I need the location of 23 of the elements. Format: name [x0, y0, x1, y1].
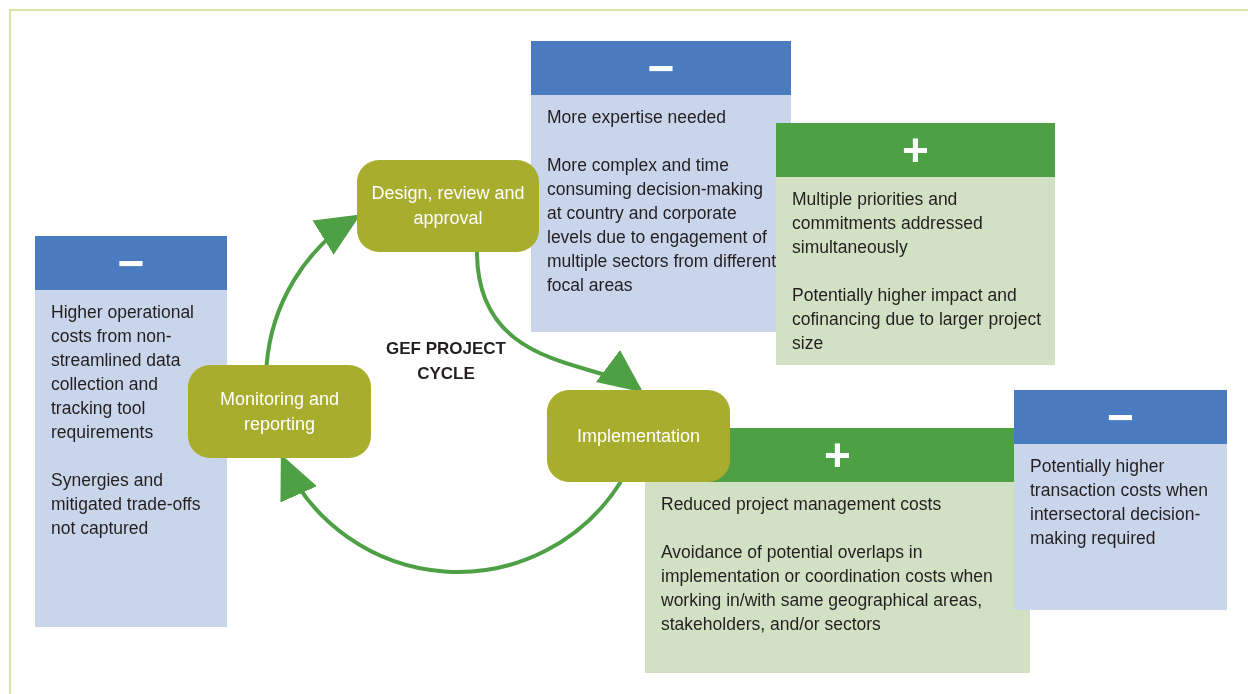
- card-header: −: [35, 236, 227, 290]
- card-header: −: [531, 41, 791, 95]
- cycle-arrow: [475, 251, 644, 392]
- process-step: [547, 390, 730, 482]
- process-step: [357, 160, 539, 252]
- card-text: Reduced project management costs: [661, 493, 943, 516]
- card-text: Multiple priorities and commitments addressed simultaneously: [792, 188, 984, 259]
- info-card: [776, 123, 1055, 365]
- info-card: [531, 41, 791, 332]
- card-text: More complex and time consuming decision-making at country and corporate levels due to engagement of multiple sectors from different focal areas: [547, 154, 778, 297]
- cycle-title: GEF PROJECT CYCLE: [385, 338, 507, 385]
- info-card: [1014, 390, 1227, 610]
- card-text: Synergies and mitigated trade-offs not captured: [51, 469, 202, 540]
- card-text: More expertise needed: [547, 106, 727, 129]
- card-text: Potentially higher transaction costs when intersectoral decision-making required: [1030, 455, 1209, 550]
- step-label: Monitoring and reporting: [218, 387, 341, 436]
- card-header: +: [776, 123, 1055, 177]
- card-header: −: [1014, 390, 1227, 444]
- card-text: Higher operational costs from non-streamlined data collection and tracking tool requirements: [51, 301, 195, 444]
- process-step: [188, 365, 371, 458]
- card-text: Avoidance of potential overlaps in implementation or coordination costs when working in/with same geographical areas, stakeholders, and/or sectors: [661, 541, 994, 636]
- card-text: Potentially higher impact and cofinancing due to larger project size: [792, 284, 1043, 355]
- step-label: Design, review and approval: [370, 182, 526, 230]
